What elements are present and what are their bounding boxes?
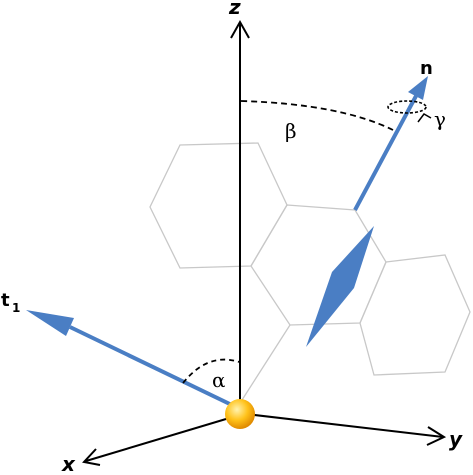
origin-atom [225, 399, 255, 429]
hexagon-center [250, 204, 387, 326]
hexagon-lattice [149, 142, 471, 401]
z-axis-label: z [228, 0, 241, 19]
x-axis [82, 415, 237, 466]
gamma-label: γ [434, 107, 446, 131]
normal-vector [353, 76, 428, 211]
hexagon-top-left [149, 142, 288, 269]
y-axis-label: y [449, 427, 463, 451]
y-axis [245, 413, 447, 446]
z-axis [230, 19, 250, 408]
gamma-rotation-icon [387, 100, 432, 123]
molecule-plane [306, 226, 374, 347]
hexagon-right [359, 254, 471, 376]
lattice-edge-down [241, 324, 291, 401]
alpha-label: α [212, 368, 226, 392]
tangent-vector-subscript: 1 [12, 301, 20, 315]
beta-arc [240, 100, 394, 131]
normal-vector-label: n [420, 58, 433, 79]
tangent-vector-label: t [1, 290, 10, 311]
x-axis-label: x [61, 452, 76, 475]
alpha-arc [182, 358, 240, 384]
tangent-vector [26, 310, 237, 409]
beta-label: β [285, 119, 297, 143]
